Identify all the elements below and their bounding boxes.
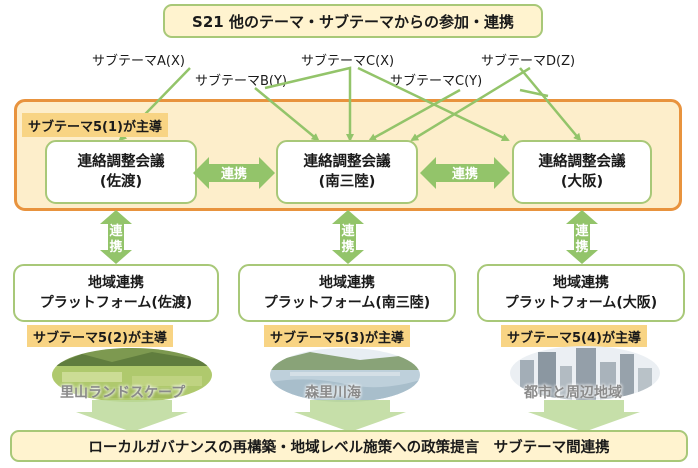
connector-cy-branch [519,88,549,98]
platform-box-osaka: 地域連携 プラットフォーム(大阪) [477,264,685,322]
council-location: (大阪) [560,174,604,190]
platform-title: 地域連携 [88,275,144,291]
connector-b-minamisanriku [254,87,320,142]
council-title: 連絡調整会議 [77,154,165,170]
sub-theme-a-label: サブテーマA(X) [92,54,185,69]
council-location: (南三陸) [318,174,376,190]
sub-theme-b-label: サブテーマB(Y) [195,74,288,89]
sub-theme-c-y-label: サブテーマC(Y) [390,74,483,89]
platform-box-sado: 地域連携 プラットフォーム(佐渡) [13,264,219,322]
link-arrow-sado-vertical: 連 携 [100,210,132,264]
platform-title: 地域連携 [319,275,375,291]
sub-theme-d-label: サブテーマD(Z) [481,54,576,69]
policy-proposal-text: ローカルガバナンスの再構築・地域レベル施策への政策提言 サブテーマ間連携 [88,439,610,456]
platform-name: プラットフォーム(南三陸) [263,295,431,311]
policy-proposal-bar: ローカルガバナンスの再構築・地域レベル施策への政策提言 サブテーマ間連携 [10,430,688,462]
diagram-title-text: S21 他のテーマ・サブテーマからの参加・連携 [192,12,514,31]
council-title: 連絡調整会議 [303,154,391,170]
council-box-minamisanriku: 連絡調整会議 (南三陸) [276,140,418,204]
lead-tag-minamisanriku: サブテーマ5(3)が主導 [264,325,410,347]
photo-caption-sado: 里山ランドスケープ [60,385,186,401]
council-box-sado: 連絡調整会議 (佐渡) [45,140,197,204]
link-label-char-1: 連 [341,223,355,239]
connector-cx-minamisanriku [264,66,354,142]
platform-name: プラットフォーム(佐渡) [39,295,193,311]
link-label-char-1: 連 [575,223,589,239]
council-box-osaka: 連絡調整会議 (大阪) [512,140,652,204]
lead-tag-sado: サブテーマ5(2)が主導 [27,325,173,347]
link-arrow-minamisanriku-osaka: 連携 [420,157,510,189]
down-arrow-sado [76,400,188,432]
sub-theme-c-x-label: サブテーマC(X) [301,54,395,69]
platform-title: 地域連携 [553,275,609,291]
down-arrow-minamisanriku [294,400,406,432]
diagram-title: S21 他のテーマ・サブテーマからの参加・連携 [163,4,543,38]
lead-tag-main: サブテーマ5(1)が主導 [22,113,168,137]
link-label: 連携 [452,166,478,182]
council-title: 連絡調整会議 [538,154,626,170]
platform-box-minamisanriku: 地域連携 プラットフォーム(南三陸) [238,264,456,322]
council-location: (佐渡) [99,174,143,190]
link-label-char-2: 携 [575,239,588,255]
down-arrow-osaka [528,400,640,432]
link-arrow-minamisanriku-vertical: 連 携 [332,210,364,264]
photo-caption-minamisanriku: 森里川海 [305,385,361,401]
platform-name: プラットフォーム(大阪) [504,295,658,311]
link-arrow-osaka-vertical: 連 携 [566,210,598,264]
connector-d-osaka [519,67,582,142]
lead-tag-osaka: サブテーマ5(4)が主導 [501,325,647,347]
photo-mori-sato-kawa-umi [270,348,420,402]
link-label-char-1: 連 [109,223,123,239]
connector-d-minamisanriku [410,66,531,142]
link-label: 連携 [221,166,247,182]
link-arrow-sado-minamisanriku: 連携 [193,157,275,189]
link-label-char-2: 携 [109,239,122,255]
photo-caption-osaka: 都市と周辺地域 [524,385,622,401]
link-label-char-2: 携 [341,239,354,255]
connector-cy-minamisanriku [368,88,461,142]
